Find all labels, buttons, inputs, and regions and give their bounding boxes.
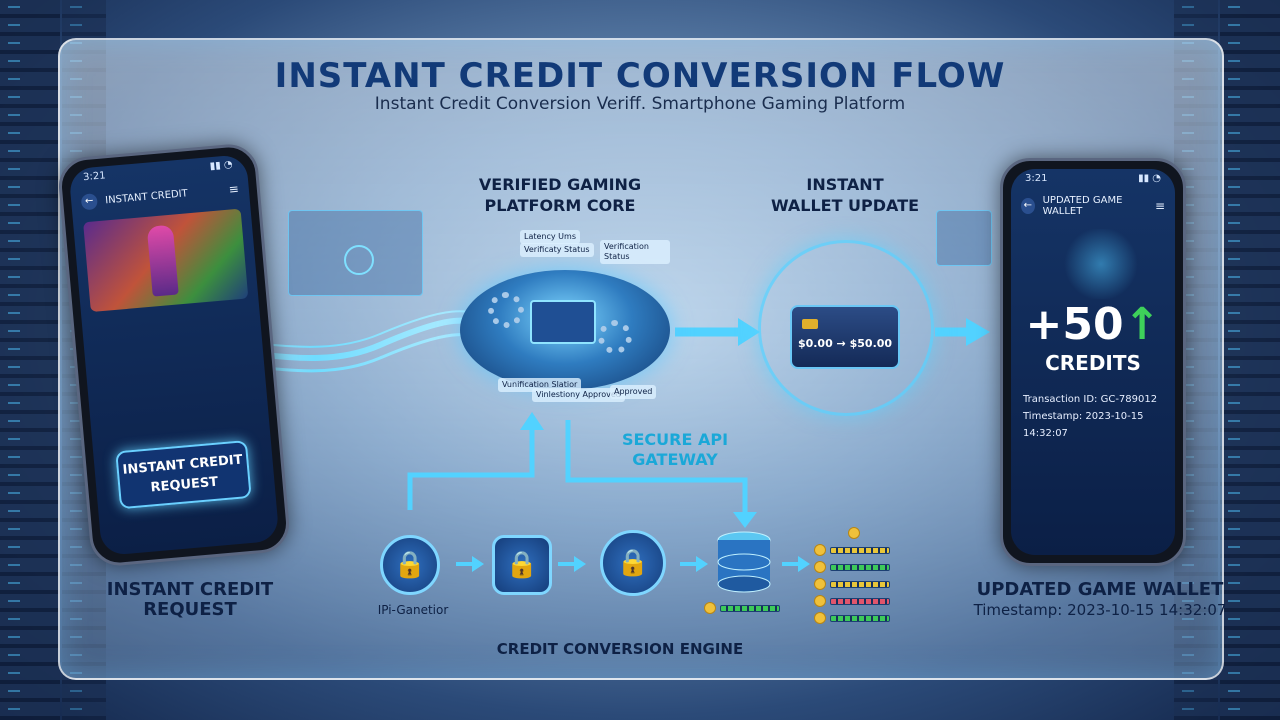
chip-icon [530,300,596,344]
credit-amount-value: +50 [1025,299,1124,350]
credit-bars [814,527,896,629]
gateway-arrowhead-down [733,512,757,528]
menu-icon[interactable]: ≡ [228,181,240,197]
progress-bar [830,614,890,622]
coin-icon [814,544,826,556]
coin-icon [848,527,860,539]
request-caption: INSTANT CREDIT REQUEST [106,579,274,620]
app-title: INSTANT CREDIT [104,187,189,206]
instant-credit-request-button[interactable]: INSTANT CREDIT REQUEST [115,439,252,510]
transaction-id: Transaction ID: GC-789012 [1023,394,1158,405]
core-disc [460,270,670,390]
coin-icon [814,578,826,590]
gateway-arrowhead-up [520,412,544,430]
signal-icon: ▮▮ ◔ [209,159,234,173]
coin-progress-small [704,602,780,614]
status-bar: 3:21 ▮▮ ◔ [1011,169,1175,191]
wallet-caption-title: UPDATED GAME WALLET [976,579,1224,600]
core-tag: Latency Ums [520,230,580,244]
transaction-details: Transaction ID: GC-789012 Timestamp: 202… [1023,391,1175,442]
credit-amount: +50↑ [1011,299,1175,350]
progress-bar [830,597,890,605]
back-icon[interactable]: ← [1021,198,1035,214]
wallet-title: INSTANT WALLET UPDATE [770,175,920,215]
platform-core: Latency Ums Verificaty Status Vunificati… [460,230,670,402]
generator-label: IPi-Ganetior [377,603,449,617]
hud-panel-left [288,210,423,296]
menu-icon[interactable]: ≡ [1154,199,1165,213]
signal-icon: ▮▮ ◔ [1138,173,1161,184]
back-icon[interactable]: ← [80,193,98,211]
engine-label: CREDIT CONVERSION ENGINE [496,640,744,658]
page-subtitle: Instant Credit Conversion Veriff. Smartp… [374,94,906,114]
progress-bar [830,580,890,588]
status-time: 3:21 [1025,173,1048,184]
coin-icon [814,561,826,573]
progress-bar [830,546,890,554]
coin-icon [814,595,826,607]
lock-gear-icon-2: 🔒 [600,530,666,596]
wallet-card: $0.00 → $50.00 [790,305,900,369]
progress-bar [830,563,890,571]
gateway-lines [407,420,748,515]
card-chip-icon [802,319,818,329]
wallet-balance-change: $0.00 → $50.00 [797,337,893,350]
transaction-timestamp: Timestamp: 2023-10-15 14:32:07 [1023,411,1144,439]
arrow-wallet-to-phone [935,318,990,346]
core-tag: Vinlestiony Approved [532,388,625,402]
lock-icon: 🔒 [492,535,552,595]
core-tag: Approved [610,385,657,399]
wallet-ring [758,240,934,416]
server-rack-right [1220,0,1280,720]
wallet-caption: UPDATED GAME WALLET Timestamp: 2023-10-1… [960,580,1240,620]
wallet-caption-timestamp: Timestamp: 2023-10-15 14:32:07 [973,601,1227,619]
gateway-label: SECURE API GATEWAY [621,430,729,469]
game-artwork [83,208,249,313]
page-title: INSTANT CREDIT CONVERSION FLOW [274,56,1006,96]
arrow-up-icon: ↑ [1123,299,1161,350]
request-phone: 3:21 ▮▮ ◔ ← INSTANT CREDIT ≡ INSTANT CRE… [56,142,292,568]
app-title: UPDATED GAME WALLET [1042,195,1123,217]
core-tag: Verificaty Status [520,243,594,257]
coin-icon [704,602,716,614]
progress-bar [720,604,780,612]
gear-icon-2 [598,320,632,354]
gear-icon [488,292,524,328]
arrow-core-to-wallet [675,318,760,346]
credits-label: CREDITS [1045,351,1141,375]
sparkle-burst [1051,229,1151,299]
server-rack-left [0,0,60,720]
engine-arrows [456,556,810,572]
wallet-phone: 3:21 ▮▮ ◔ ← UPDATED GAME WALLET ≡ +50↑ C… [1000,158,1186,566]
database-icon [717,531,771,593]
lock-gear-icon: 🔒 [380,535,440,595]
hud-panel-right [936,210,992,266]
core-title: VERIFIED GAMING PLATFORM CORE [478,175,642,215]
status-time: 3:21 [82,170,107,184]
core-tag: Verification Status [600,240,670,264]
coin-icon [814,612,826,624]
